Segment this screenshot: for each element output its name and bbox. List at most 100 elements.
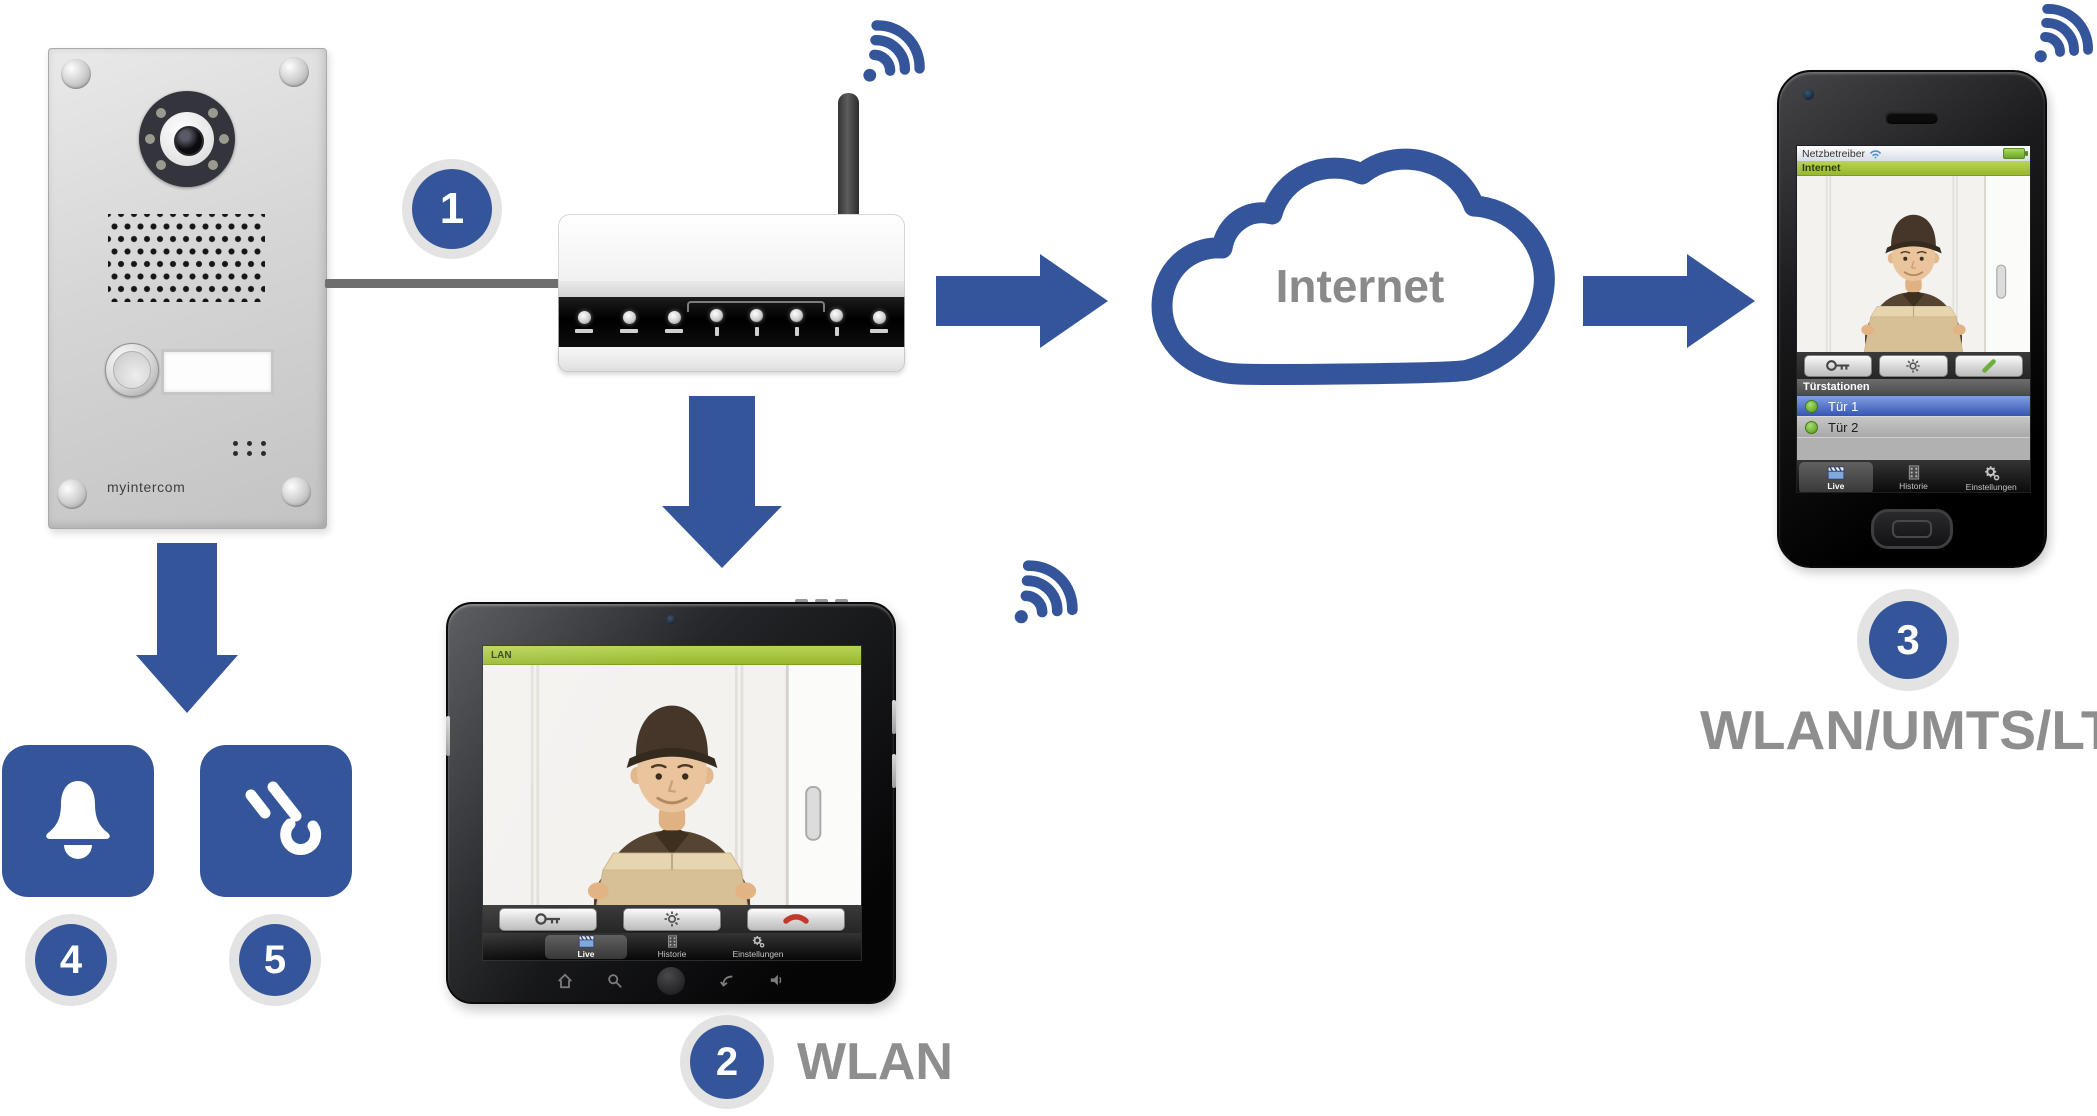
- screw-icon: [61, 59, 91, 89]
- step-number: 2: [690, 1025, 764, 1099]
- hang-up-icon: [783, 914, 809, 924]
- door-opener-event-tile: [200, 745, 352, 897]
- router-body-mid: [558, 281, 905, 297]
- arrow-internet-to-phone: [1583, 254, 1755, 348]
- live-video-delivery-person: [1797, 176, 2030, 352]
- phone-camera-icon: [1803, 89, 1814, 100]
- door-list-item-tuer1[interactable]: Tür 1: [1797, 395, 2030, 416]
- step-badge-1: 1: [402, 159, 502, 259]
- brand-logo: myintercom: [107, 479, 186, 495]
- ethernet-cable: [325, 279, 578, 288]
- screw-icon: [281, 477, 311, 507]
- door-open-key-button[interactable]: [1804, 354, 1873, 377]
- door-list-item-tuer2[interactable]: Tür 2: [1797, 416, 2030, 437]
- tab-live[interactable]: Live: [1799, 462, 1873, 492]
- router-status-leds: [558, 297, 905, 347]
- tab-historie[interactable]: Historie: [1877, 462, 1951, 492]
- tablet-center-button[interactable]: [657, 967, 685, 995]
- online-status-dot: [1805, 399, 1818, 413]
- wifi-icon: [849, 16, 929, 96]
- router-antenna: [838, 93, 859, 225]
- camera-led-icon: [156, 108, 166, 118]
- router-body-bottom: [558, 347, 905, 372]
- tab-historie[interactable]: Historie: [631, 935, 713, 959]
- step-badge-2: 2: [680, 1015, 774, 1109]
- screw-icon: [57, 479, 87, 509]
- tab-einstellungen[interactable]: Einstellungen: [1954, 462, 2028, 492]
- home-button-inner: [1892, 520, 1932, 538]
- tablet-camera-icon: [666, 615, 676, 624]
- tab-label: Live: [1827, 480, 1845, 491]
- camera-led-icon: [208, 160, 218, 170]
- arrow-door-to-events: [136, 543, 238, 713]
- label-wlan-umts-lte: WLAN/UMTS/LTE: [1700, 699, 2097, 761]
- screw-icon: [279, 57, 309, 87]
- connection-label: Internet: [1802, 162, 1841, 174]
- back-icon[interactable]: [719, 973, 735, 989]
- camera-led-icon: [208, 108, 218, 118]
- door-label: Tür 2: [1828, 419, 1859, 435]
- door-station: myintercom: [48, 48, 327, 529]
- wifi-router: [558, 214, 905, 372]
- battery-icon: [2003, 148, 2028, 159]
- gear-icon: [752, 936, 765, 948]
- volume-icon[interactable]: [769, 973, 785, 989]
- cloud-label: Internet: [1275, 260, 1445, 312]
- tablet-side-slot: [446, 716, 450, 756]
- label-wlan: WLAN: [797, 1033, 953, 1091]
- tab-live[interactable]: Live: [545, 935, 627, 959]
- door-list-empty-area: [1797, 437, 2030, 460]
- call-button-row: [1797, 352, 2030, 379]
- speaker-grille: [108, 214, 265, 302]
- tablet: LAN: [446, 602, 896, 1004]
- tab-label: Historie: [1899, 481, 1928, 491]
- light-button[interactable]: [623, 907, 721, 931]
- smartphone: Netzbetreiber Internet: [1777, 70, 2047, 568]
- step-badge-5: 5: [229, 914, 321, 1006]
- door-open-key-button[interactable]: [499, 907, 597, 931]
- film-strip-icon: [1908, 465, 1919, 480]
- step-number: 3: [1869, 601, 1947, 679]
- step-badge-4: 4: [25, 914, 117, 1006]
- film-strip-icon: [667, 935, 677, 948]
- tab-einstellungen[interactable]: Einstellungen: [717, 935, 799, 959]
- phone-earpiece: [1885, 111, 1939, 125]
- phone-tab-bar: Live Historie: [1797, 460, 2030, 492]
- carrier-label: Netzbetreiber: [1802, 147, 1866, 160]
- phone-screen: Netzbetreiber Internet: [1796, 145, 2031, 493]
- doorbell-call-button[interactable]: [105, 343, 159, 397]
- door-opener-icon: [245, 781, 322, 855]
- phone-status-bar: Netzbetreiber: [1797, 146, 2030, 161]
- call-button-row: [483, 905, 861, 933]
- phone-home-button[interactable]: [1871, 509, 1953, 549]
- gear-icon: [1984, 465, 2000, 480]
- online-status-dot: [1805, 420, 1818, 434]
- wifi-icon: [1870, 149, 1881, 158]
- connection-label: LAN: [491, 649, 512, 661]
- camera-lens-icon: [174, 126, 204, 156]
- home-icon[interactable]: [557, 973, 573, 989]
- answer-call-button[interactable]: [1954, 354, 2023, 377]
- answer-call-icon: [1982, 358, 1996, 373]
- tablet-nav-bar: [482, 964, 860, 998]
- clapperboard-icon: [578, 935, 594, 948]
- camera-led-icon: [219, 134, 229, 144]
- microphone-holes: [233, 441, 266, 456]
- arrow-router-to-tablet: [662, 396, 782, 568]
- search-icon[interactable]: [607, 973, 623, 989]
- door-camera: [139, 91, 235, 187]
- light-icon: [1906, 358, 1921, 373]
- door-stations-header-label: Türstationen: [1803, 381, 1870, 393]
- doorbell-event-tile: [2, 745, 154, 897]
- hang-up-button[interactable]: [747, 907, 845, 931]
- bell-icon: [46, 781, 110, 859]
- tablet-volume-buttons: [795, 590, 855, 608]
- name-plate: [161, 349, 274, 395]
- light-button[interactable]: [1879, 354, 1948, 377]
- camera-bezel: [160, 112, 214, 166]
- connection-type-bar: LAN: [483, 646, 861, 665]
- door-open-key-icon: [535, 913, 560, 925]
- step-number: 1: [412, 169, 492, 249]
- step-badge-3: 3: [1857, 589, 1959, 691]
